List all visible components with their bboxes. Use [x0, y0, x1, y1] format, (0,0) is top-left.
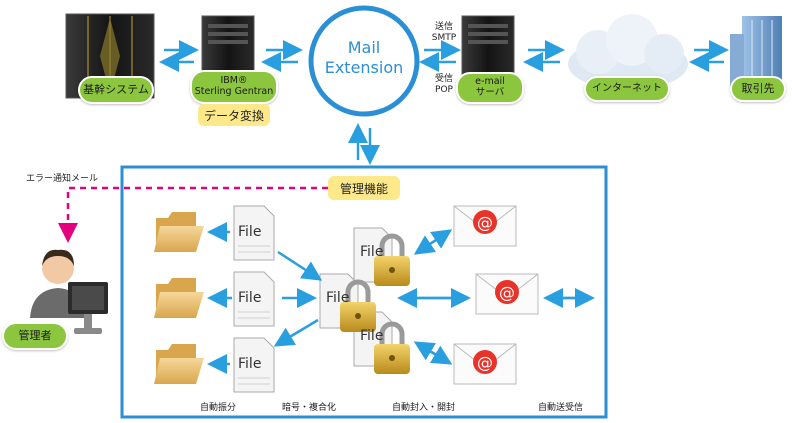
envelope-icon-2: @ [475, 273, 539, 315]
mail-extension-line1: Mail [347, 38, 381, 57]
file-label: File [360, 328, 384, 344]
envelope-icon-3: @ [453, 343, 517, 385]
admin-label: 管理者 [2, 322, 68, 350]
folder-icon-3 [154, 344, 204, 384]
caption-encrypt: 暗号・複合化 [282, 403, 337, 413]
svg-text:@: @ [477, 353, 493, 372]
gentran-line2: Sterling Gentran [194, 86, 274, 97]
lock-icon-2 [340, 279, 376, 332]
admin-person-icon [30, 249, 108, 334]
top-arrows [159, 40, 729, 165]
recv-pop-label: 受信 POP [434, 74, 453, 95]
svg-text:@: @ [499, 283, 515, 302]
data-conversion-label: データ変換 [198, 104, 270, 126]
internet-label: インターネット [584, 76, 670, 102]
folder-icon-2 [154, 278, 204, 318]
gentran-line1: IBM® [220, 75, 248, 87]
core-system-label: 基幹システム [78, 76, 154, 104]
caption-auto-send-recv: 自動送受信 [538, 403, 584, 413]
core-system-text: 基幹システム [83, 82, 149, 96]
error-notice-label: エラー通知メール [26, 174, 99, 184]
caption-auto-sort: 自動振分 [200, 403, 237, 413]
lock-icon-1 [374, 233, 410, 286]
mail-extension-line2: Extension [324, 58, 404, 77]
file-label: File [238, 356, 262, 372]
file-label: File [238, 290, 262, 306]
send-smtp-label: 送信 SMTP [431, 22, 457, 43]
email-server-label: e-mail サーバ [456, 72, 524, 104]
management-function-label: 管理機能 [328, 176, 400, 200]
mail-extension-circle [308, 5, 420, 117]
mail-extension-title: Mail Extension [311, 38, 417, 78]
svg-text:@: @ [477, 213, 493, 232]
folder-icon-1 [154, 212, 204, 252]
process-arrows [207, 222, 595, 374]
caption-seal-open: 自動封入・開封 [392, 403, 456, 413]
partner-label: 取引先 [730, 76, 786, 102]
management-frame [120, 165, 608, 419]
file-label: File [326, 290, 350, 306]
gentran-label: IBM® Sterling Gentran [190, 70, 278, 104]
file-label: File [360, 244, 384, 260]
file-label: File [238, 224, 262, 240]
lock-icon-3 [374, 321, 410, 374]
envelope-icon-1: @ [453, 205, 517, 247]
